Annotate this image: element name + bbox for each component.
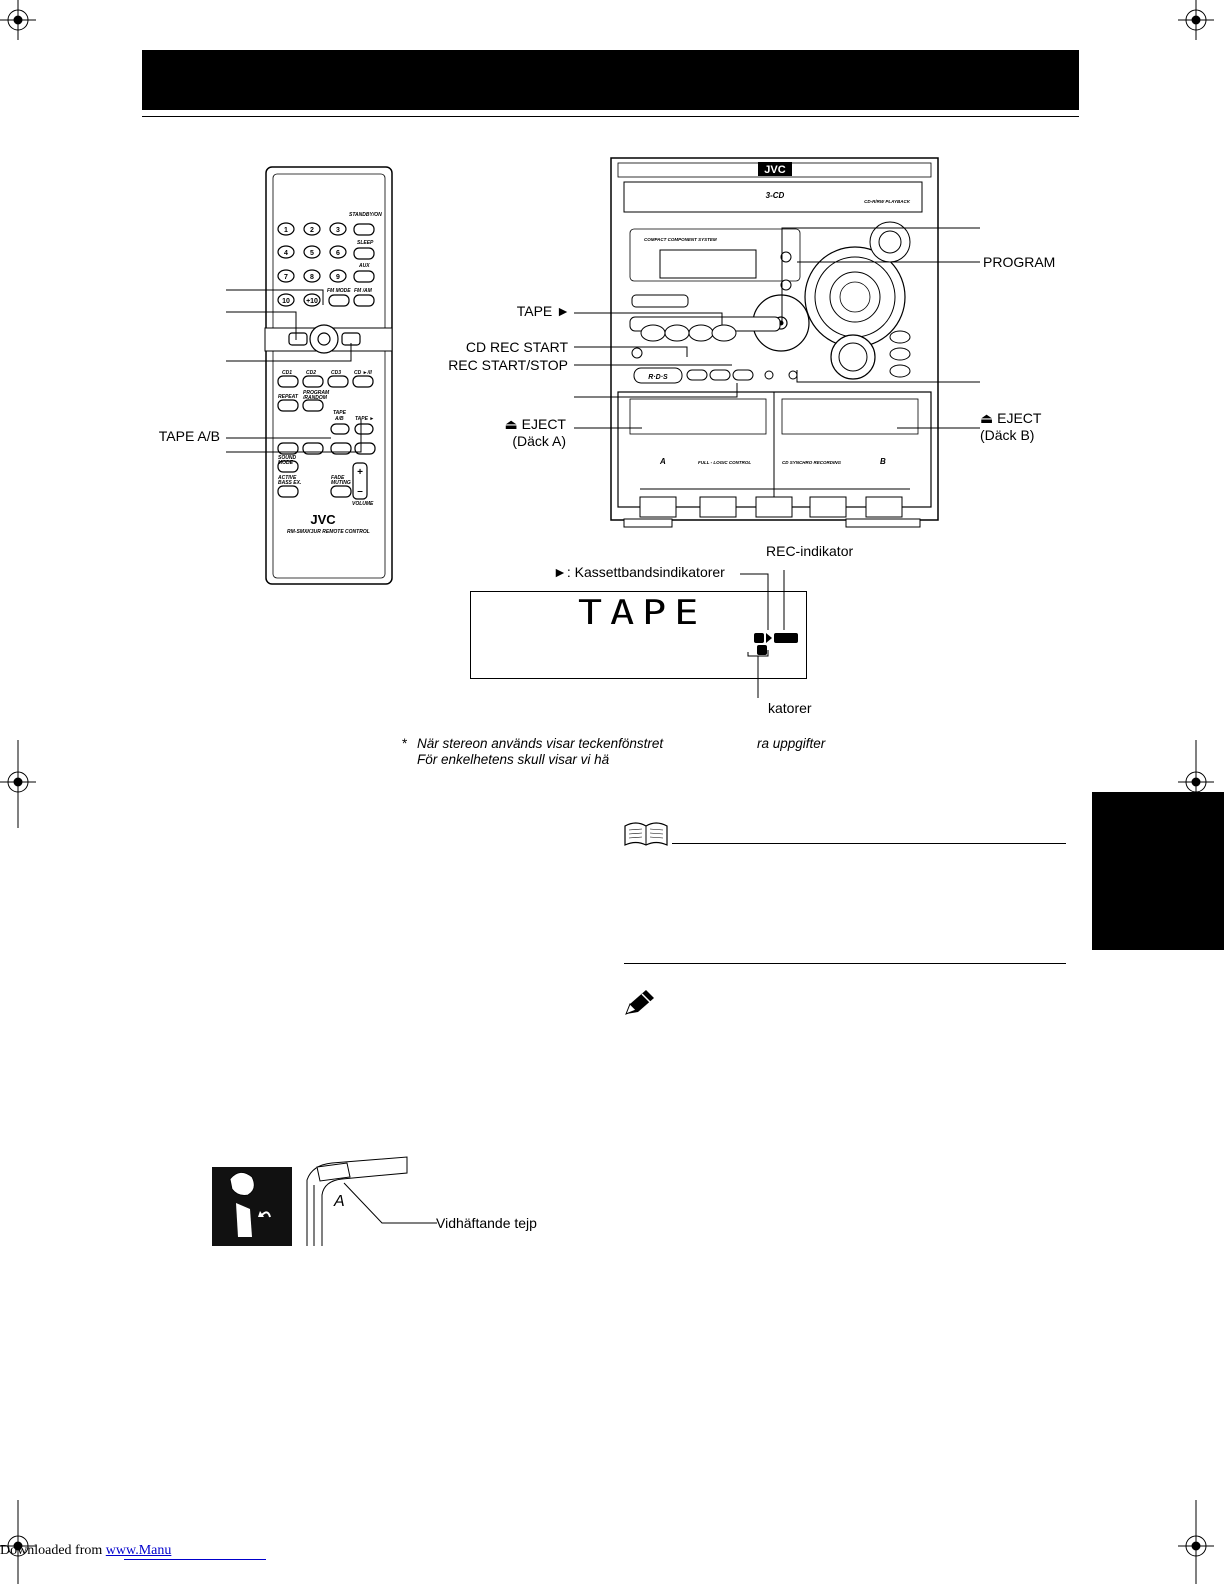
svg-text:CD ►/II: CD ►/II	[354, 370, 372, 376]
svg-text:FM MODE: FM MODE	[327, 288, 351, 294]
callout-eject-a: ⏏ EJECT (Däck A)	[470, 416, 566, 450]
remote-callout-lines	[226, 289, 362, 453]
svg-text:CD1: CD1	[282, 370, 292, 376]
footer-download-note: Downloaded from www.Manu	[0, 1543, 171, 1559]
svg-text:SLEEP: SLEEP	[357, 240, 374, 246]
eject-a-line2: (Däck A)	[512, 433, 566, 449]
eject-a-line1: ⏏ EJECT	[504, 416, 566, 432]
note-star: *	[402, 736, 408, 751]
svg-text:9: 9	[336, 274, 340, 281]
info-rule-top	[672, 843, 1066, 844]
info-rule-bottom	[624, 963, 1066, 964]
header-rule	[142, 116, 1079, 117]
svg-text:STANDBY/ON: STANDBY/ON	[349, 212, 382, 218]
footer-link[interactable]: www.Manu	[105, 1543, 172, 1558]
callout-tape-play: TAPE ►	[516, 303, 570, 319]
svg-text:A/B: A/B	[334, 416, 344, 422]
svg-text:PROGRAM: PROGRAM	[303, 390, 330, 396]
svg-text:CD2: CD2	[306, 370, 316, 376]
note-line1: När stereon används visar teckenfönstret	[417, 736, 664, 751]
svg-text:6: 6	[336, 250, 340, 257]
svg-text:REPEAT: REPEAT	[278, 394, 299, 400]
indicators-bottom-label: katorer	[768, 700, 812, 716]
svg-text:JVC: JVC	[310, 512, 336, 527]
svg-text:TAPE ►: TAPE ►	[355, 416, 374, 422]
pencil-icon	[625, 990, 654, 1015]
tape-tab-illustration	[212, 1156, 437, 1246]
svg-text:CD SYNCHRO RECORDING: CD SYNCHRO RECORDING	[782, 460, 842, 465]
svg-text:FM /AM: FM /AM	[354, 288, 373, 294]
svg-text:7: 7	[284, 274, 288, 281]
svg-text:FULL - LOGIC CONTROL: FULL - LOGIC CONTROL	[698, 460, 751, 465]
svg-text:SOUND: SOUND	[278, 455, 296, 461]
svg-text:JVC: JVC	[764, 164, 785, 176]
svg-text:FADE: FADE	[331, 475, 345, 481]
stereo-unit-illustration: JVC 3-CD CD-R/RW PLAYBACK COMPACT COMPON…	[610, 157, 939, 528]
svg-text:+10: +10	[306, 298, 318, 305]
svg-text:3: 3	[336, 227, 340, 234]
tape-cassette-letter: A	[334, 1193, 345, 1210]
note-line1-tail: ra uppgifter	[757, 736, 826, 751]
svg-text:8: 8	[310, 274, 314, 281]
header-bar	[142, 50, 1079, 110]
svg-text:1: 1	[284, 227, 288, 234]
svg-text:+: +	[357, 467, 363, 478]
display-panel	[470, 591, 807, 679]
svg-text:A: A	[659, 457, 666, 466]
note-line2: För enkelhetens skull visar vi hä	[417, 752, 610, 767]
svg-text:3-CD: 3-CD	[766, 191, 785, 200]
display-indicators	[740, 570, 798, 698]
svg-text:VOLUME: VOLUME	[352, 501, 374, 507]
svg-text:TAPE: TAPE	[333, 410, 347, 416]
svg-text:2: 2	[310, 227, 314, 234]
tape-indicators-label: ►: Kassettbandsindikatorer	[553, 564, 725, 580]
footer-prefix: Downloaded from	[0, 1543, 106, 1558]
rec-indicator-label: REC-indikator	[766, 543, 854, 559]
svg-text:4: 4	[284, 250, 288, 257]
callout-program: PROGRAM	[983, 254, 1056, 270]
svg-text:CD-R/RW PLAYBACK: CD-R/RW PLAYBACK	[864, 199, 911, 204]
svg-text:BASS EX.: BASS EX.	[278, 480, 301, 486]
eject-b-line2: (Däck B)	[980, 427, 1035, 443]
book-icon	[624, 822, 668, 846]
svg-text:AUX: AUX	[358, 263, 370, 269]
svg-text:MODE: MODE	[278, 460, 294, 466]
svg-text:B: B	[880, 457, 886, 466]
svg-text:/RANDOM: /RANDOM	[302, 395, 328, 401]
svg-text:CD3: CD3	[331, 370, 341, 376]
callout-tape-ab: TAPE A/B	[158, 428, 220, 444]
callout-rec-start-stop: REC START/STOP	[448, 357, 568, 373]
svg-text:10: 10	[282, 298, 290, 305]
remote-control-illustration: 1 2 3 4 5 6 7 8 9 10 +10 + – STANDBY/ON SLEEP AU…	[264, 166, 393, 585]
svg-text:COMPACT COMPONENT SYSTEM: COMPACT COMPONENT SYSTEM	[644, 237, 717, 242]
callout-cd-rec-start: CD REC START	[465, 339, 568, 355]
svg-text:ACTIVE: ACTIVE	[277, 475, 297, 481]
display-text: TAPE	[578, 593, 707, 633]
footer-link-underline	[124, 1559, 266, 1560]
svg-text:–: –	[357, 486, 363, 497]
callout-eject-b: ⏏ EJECT (Däck B)	[980, 410, 1041, 444]
svg-text:MUTING: MUTING	[331, 480, 351, 486]
svg-text:RM-SMXK3UR REMOTE CONTROL: RM-SMXK3UR REMOTE CONTROL	[287, 529, 370, 535]
unit-callout-lines	[574, 227, 980, 429]
svg-text:5: 5	[310, 250, 314, 257]
svg-text:R·D·S: R·D·S	[648, 374, 668, 381]
adhesive-tape-label: Vidhäftande tejp	[436, 1215, 537, 1231]
section-tab	[1092, 792, 1224, 950]
eject-b-line1: ⏏ EJECT	[980, 410, 1042, 426]
